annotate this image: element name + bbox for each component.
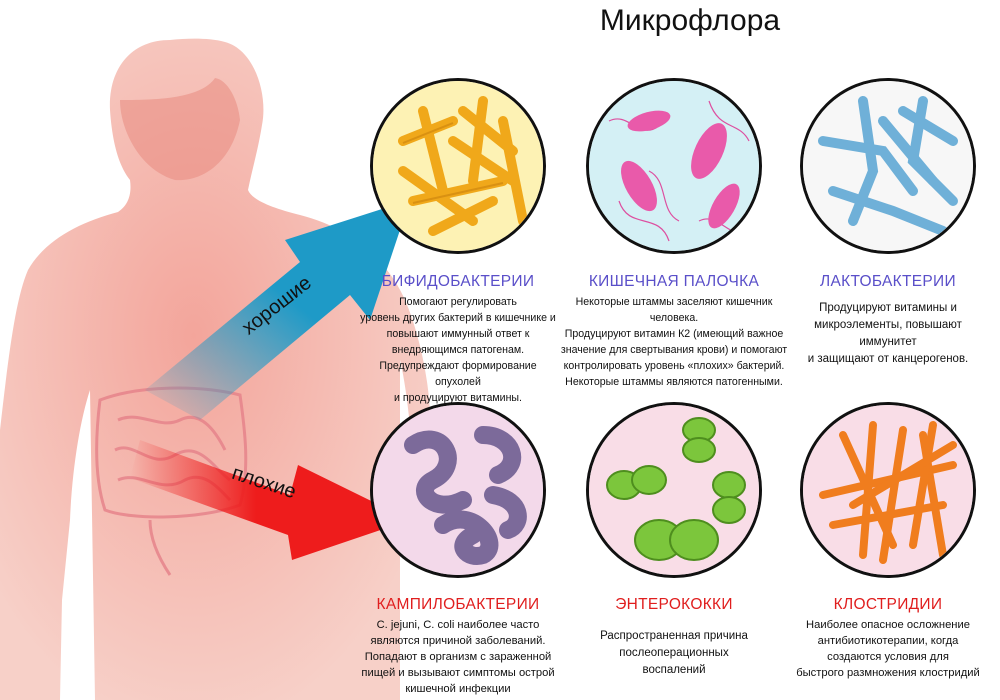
ecoli-description: Некоторые штаммы заселяют кишечник челов… (560, 296, 788, 388)
good-arrow (145, 200, 410, 420)
lactobacteria-description: Продуцируют витамины и микроэлементы, по… (807, 302, 969, 365)
figure-title: Микрофлора (599, 4, 781, 37)
bifidobacteria-description: Помогают регулировать уровень других бак… (360, 296, 556, 404)
clostridia-circle (800, 402, 976, 578)
clostridia-name: КЛОСТРИДИИ (833, 596, 943, 613)
campylobacteria-illustration (373, 405, 543, 575)
bifidobacteria-circle (370, 78, 546, 254)
lactobacteria-circle (800, 78, 976, 254)
campylobacteria-description: C. jejuni, C. coli наиболее часто являют… (361, 619, 555, 695)
face-shadow (120, 78, 240, 181)
clostridia-description: Наиболее опасное осложнение антибиотикот… (796, 619, 980, 679)
lactobacteria-name: ЛАКТОБАКТЕРИИ (820, 273, 956, 290)
enterococci-description: Распространенная причина послеоперационн… (600, 630, 748, 676)
bifidobacteria-illustration (373, 81, 543, 251)
bifidobacteria-name: БИФИДОБАКТЕРИИ (381, 273, 535, 290)
enterococci-illustration (589, 405, 759, 575)
enterococci-circle (586, 402, 762, 578)
ecoli-circle (586, 78, 762, 254)
clostridia-illustration (803, 405, 973, 575)
campylobacteria-circle (370, 402, 546, 578)
ecoli-name: КИШЕЧНАЯ ПАЛОЧКА (588, 273, 760, 290)
ecoli-illustration (589, 81, 759, 251)
bad-arrow (130, 440, 410, 560)
lactobacteria-illustration (803, 81, 973, 251)
campylobacteria-name: КАМПИЛОБАКТЕРИИ (376, 596, 540, 613)
enterococci-name: ЭНТЕРОКОККИ (615, 596, 733, 613)
